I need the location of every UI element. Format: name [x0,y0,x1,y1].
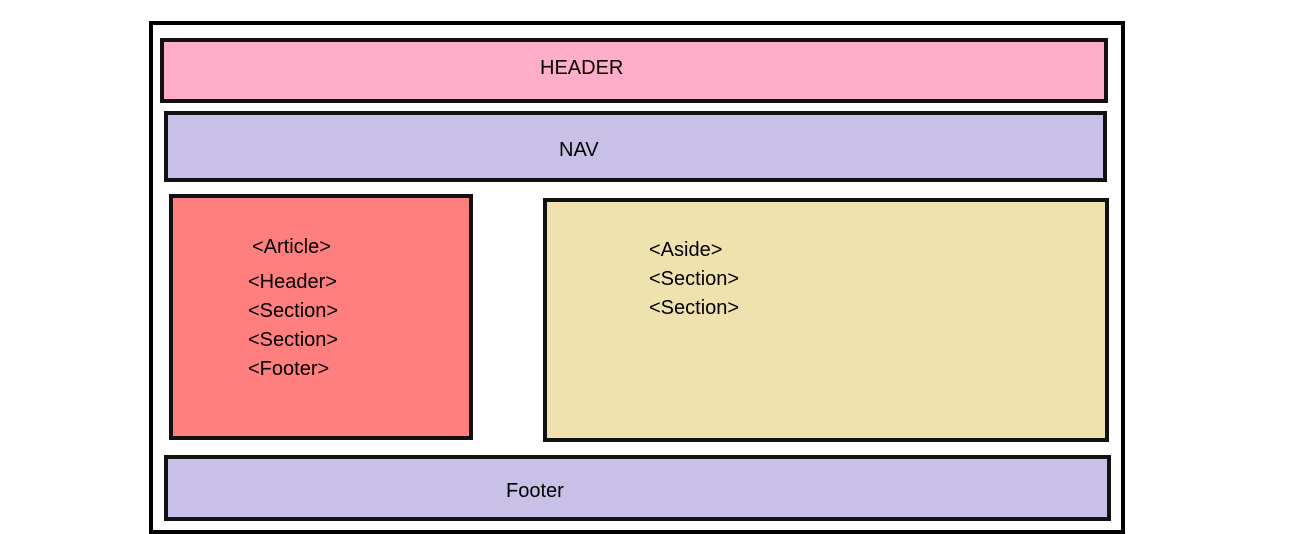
aside-item-aside: <Aside> [649,239,723,261]
article-item-section: <Section> [248,329,339,351]
aside-item-section: <Section> [649,268,740,290]
article-title: <Article> [252,233,331,262]
header-label: HEADER [540,57,624,79]
article-block [169,194,473,440]
article-item-header: <Header> [248,271,337,293]
nav-label: NAV [559,139,599,161]
article-item-footer: <Footer> [248,358,330,380]
footer-label: Footer [506,480,564,502]
aside-element-list: <Aside> <Section> <Section> [649,236,739,323]
header-block [160,38,1108,103]
article-title-text: <Article> [252,236,331,258]
aside-item-section: <Section> [649,297,740,319]
footer-block [164,455,1111,521]
aside-block [543,198,1109,442]
article-item-section: <Section> [248,300,339,322]
nav-block [164,111,1107,182]
article-element-list: <Header> <Section> <Section> <Footer> [248,268,338,384]
